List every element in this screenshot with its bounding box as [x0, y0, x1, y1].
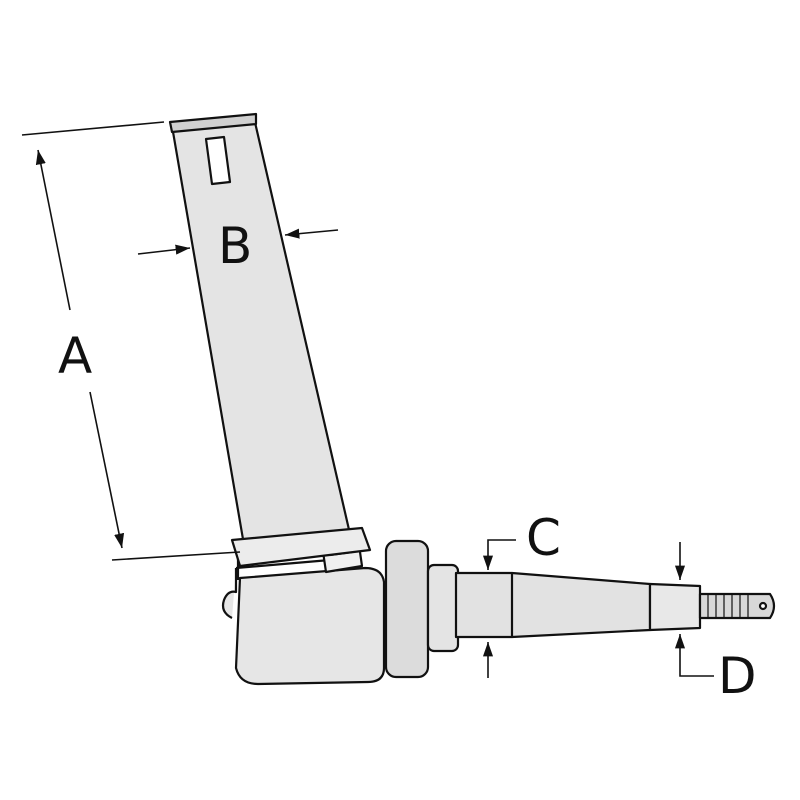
- stub-axle: [454, 571, 776, 639]
- dimension-c-label: C: [526, 509, 561, 567]
- dimension-d-label: D: [718, 647, 757, 705]
- dimension-b: [137, 228, 339, 255]
- dimension-a: [21, 121, 241, 561]
- kingpin-shaft: [168, 112, 372, 568]
- hub-collar: [384, 539, 460, 679]
- dimension-c: [482, 539, 516, 678]
- dimension-a-label: A: [58, 327, 92, 385]
- dimension-b-label: B: [218, 217, 252, 275]
- dimension-d: [674, 542, 714, 677]
